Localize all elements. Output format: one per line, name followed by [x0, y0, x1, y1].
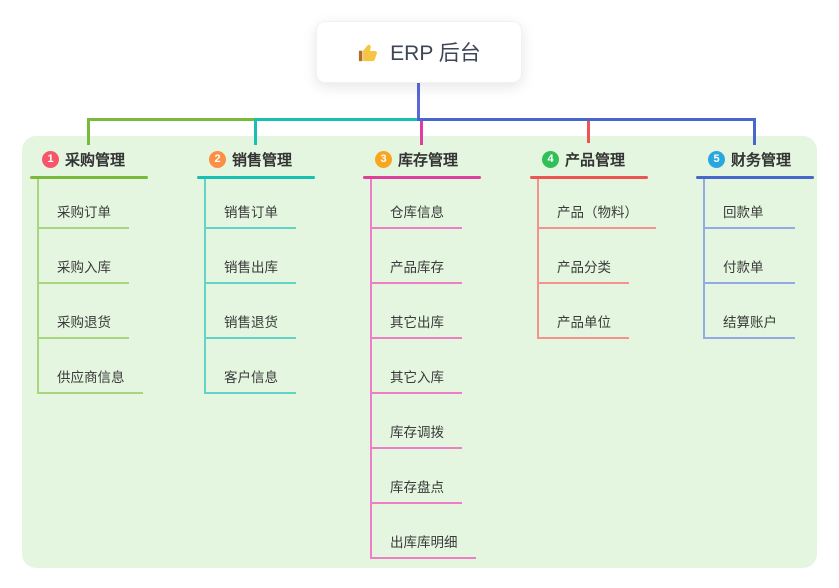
child-node[interactable]: 采购订单 [39, 179, 129, 229]
child-node[interactable]: 付款单 [705, 229, 795, 284]
child-label: 其它入库 [390, 370, 444, 385]
branch-number-badge: 1 [42, 151, 59, 168]
child-node[interactable]: 采购入库 [39, 229, 129, 284]
rail-branch-5 [417, 118, 756, 121]
child-node[interactable]: 产品单位 [539, 284, 629, 339]
root-label: ERP 后台 [390, 42, 481, 65]
child-label: 客户信息 [224, 370, 278, 385]
child-node[interactable]: 销售订单 [206, 179, 296, 229]
child-label: 采购退货 [57, 315, 111, 330]
child-node[interactable]: 供应商信息 [39, 339, 143, 394]
child-label: 销售出库 [224, 260, 278, 275]
child-label: 结算账户 [723, 315, 777, 330]
child-node[interactable]: 销售退货 [206, 284, 296, 339]
branch-header[interactable]: 5 财务管理 [696, 145, 814, 174]
branch-column-1: 1 采购管理 采购订单采购入库采购退货供应商信息 [30, 145, 148, 394]
child-label: 其它出库 [390, 315, 444, 330]
root-node[interactable]: ERP 后台 [316, 21, 522, 83]
drop-branch-1 [87, 118, 90, 145]
rail-branch-1 [87, 118, 257, 121]
drop-branch-5 [753, 118, 756, 145]
thumbs-up-icon [357, 41, 380, 64]
branch-children: 采购订单采购入库采购退货供应商信息 [37, 179, 148, 394]
branch-underline [197, 176, 315, 179]
child-label: 产品库存 [390, 260, 444, 275]
branch-label: 产品管理 [565, 152, 626, 169]
child-label: 产品（物料） [557, 205, 638, 220]
branch-children: 销售订单销售出库销售退货客户信息 [204, 179, 315, 394]
child-label: 销售订单 [224, 205, 278, 220]
child-node[interactable]: 产品分类 [539, 229, 629, 284]
branch-underline [363, 176, 481, 179]
child-node[interactable]: 出库库明细 [372, 504, 476, 559]
drop-branch-3 [420, 121, 423, 145]
branch-column-3: 3 库存管理 仓库信息产品库存其它出库其它入库库存调拨库存盘点出库库明细 [363, 145, 481, 559]
child-label: 产品单位 [557, 315, 611, 330]
child-node[interactable]: 回款单 [705, 179, 795, 229]
child-label: 产品分类 [557, 260, 611, 275]
branch-label: 销售管理 [232, 152, 293, 169]
child-label: 供应商信息 [57, 370, 125, 385]
branch-label: 库存管理 [398, 152, 459, 169]
child-label: 库存调拨 [390, 425, 444, 440]
drop-branch-4 [587, 121, 590, 143]
branch-header[interactable]: 1 采购管理 [30, 145, 148, 174]
child-label: 回款单 [723, 205, 764, 220]
child-node[interactable]: 库存盘点 [372, 449, 462, 504]
branch-number-badge: 3 [375, 151, 392, 168]
branch-label: 采购管理 [65, 152, 126, 169]
child-label: 付款单 [723, 260, 764, 275]
child-node[interactable]: 销售出库 [206, 229, 296, 284]
child-node[interactable]: 采购退货 [39, 284, 129, 339]
branch-number-badge: 2 [209, 151, 226, 168]
child-node[interactable]: 其它出库 [372, 284, 462, 339]
child-node[interactable]: 产品（物料） [539, 179, 656, 229]
branch-children: 回款单付款单结算账户 [703, 179, 814, 339]
child-node[interactable]: 结算账户 [705, 284, 795, 339]
branch-underline [530, 176, 648, 179]
branches-panel [22, 136, 817, 568]
child-node[interactable]: 客户信息 [206, 339, 296, 394]
branch-column-5: 5 财务管理 回款单付款单结算账户 [696, 145, 814, 339]
branch-column-4: 4 产品管理 产品（物料） 产品分类产品单位 [530, 145, 656, 339]
child-node[interactable]: 库存调拨 [372, 394, 462, 449]
branch-number-badge: 5 [708, 151, 725, 168]
child-label: 采购订单 [57, 205, 111, 220]
child-label: 出库库明细 [390, 535, 458, 550]
branch-header[interactable]: 2 销售管理 [197, 145, 315, 174]
child-label: 采购入库 [57, 260, 111, 275]
child-label: 仓库信息 [390, 205, 444, 220]
child-node[interactable]: 其它入库 [372, 339, 462, 394]
child-node[interactable]: 仓库信息 [372, 179, 462, 229]
branch-header[interactable]: 4 产品管理 [530, 145, 656, 174]
branch-header[interactable]: 3 库存管理 [363, 145, 481, 174]
root-connector-stem [417, 83, 420, 119]
branch-underline [30, 176, 148, 179]
branch-children: 产品（物料） 产品分类产品单位 [537, 179, 656, 339]
branch-label: 财务管理 [731, 152, 792, 169]
drop-branch-2 [254, 118, 257, 145]
branch-column-2: 2 销售管理 销售订单销售出库销售退货客户信息 [197, 145, 315, 394]
branch-children: 仓库信息产品库存其它出库其它入库库存调拨库存盘点出库库明细 [370, 179, 481, 559]
rail-branch-2 [254, 118, 420, 121]
branch-number-badge: 4 [542, 151, 559, 168]
child-label: 库存盘点 [390, 480, 444, 495]
branch-underline [696, 176, 814, 179]
child-label: 销售退货 [224, 315, 278, 330]
child-node[interactable]: 产品库存 [372, 229, 462, 284]
